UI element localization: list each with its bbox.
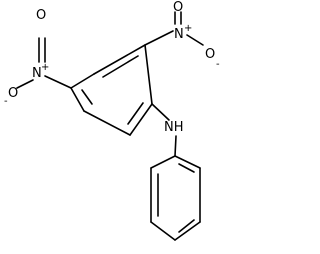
atom-left-nitro-o-top: O bbox=[36, 8, 46, 23]
charge-left-nitro-n: + bbox=[41, 62, 49, 73]
ring-bond-c2-c3 bbox=[144, 44, 153, 105]
dinitrophenyl-ring bbox=[70, 44, 153, 136]
ring-double-bond-inner-3 bbox=[81, 89, 93, 105]
ring-bond-c4-c5 bbox=[83, 110, 131, 136]
charge-left-nitro-o-bottom: - bbox=[4, 96, 8, 107]
nitro-group-right: O N + O - bbox=[144, 0, 220, 70]
ring-double-bond-inner-1 bbox=[102, 55, 139, 78]
atom-right-nitro-n: N bbox=[174, 27, 184, 42]
bond-ring-to-left-nitro-n bbox=[44, 75, 72, 89]
nitro-group-left: O N + O - bbox=[4, 8, 72, 107]
ring-bond-c5-c6 bbox=[70, 87, 85, 112]
atom-left-nitro-o-bottom: O bbox=[8, 86, 18, 101]
ring-bond-c3-c4 bbox=[129, 103, 153, 136]
atom-right-nitro-o-right: O bbox=[205, 47, 215, 62]
phenyl-bond-4 bbox=[174, 221, 201, 241]
phenyl-bond-1 bbox=[150, 155, 176, 169]
bond-amine-n-to-phenyl bbox=[174, 135, 177, 157]
amine-linker: NH bbox=[151, 103, 184, 157]
phenyl-bond-3 bbox=[150, 221, 176, 241]
phenyl-bond-6 bbox=[174, 155, 201, 169]
charge-right-nitro-o-right: - bbox=[216, 59, 220, 70]
phenyl-double-bond-inner-2 bbox=[178, 219, 195, 233]
phenyl-ring bbox=[150, 155, 201, 241]
atom-amine-nh: NH bbox=[164, 120, 184, 135]
bond-ring-to-amine-n bbox=[151, 103, 170, 121]
ring-double-bond-inner-2 bbox=[127, 102, 144, 125]
structure-diagram: O N + O - O N + O - NH bbox=[4, 0, 220, 241]
bond-right-nitro-n-o-right bbox=[186, 34, 204, 46]
bond-ring-to-right-nitro-n bbox=[144, 30, 174, 46]
bond-left-nitro-n-o-bottom bbox=[16, 79, 34, 89]
ring-bond-c6-c1 bbox=[70, 73, 95, 89]
charge-right-nitro-n: + bbox=[184, 23, 192, 34]
atom-left-nitro-n: N bbox=[32, 66, 42, 81]
atom-right-nitro-o-top: O bbox=[173, 0, 183, 15]
phenyl-double-bond-inner-3 bbox=[178, 163, 195, 173]
ring-bond-c1-c2 bbox=[93, 44, 146, 75]
